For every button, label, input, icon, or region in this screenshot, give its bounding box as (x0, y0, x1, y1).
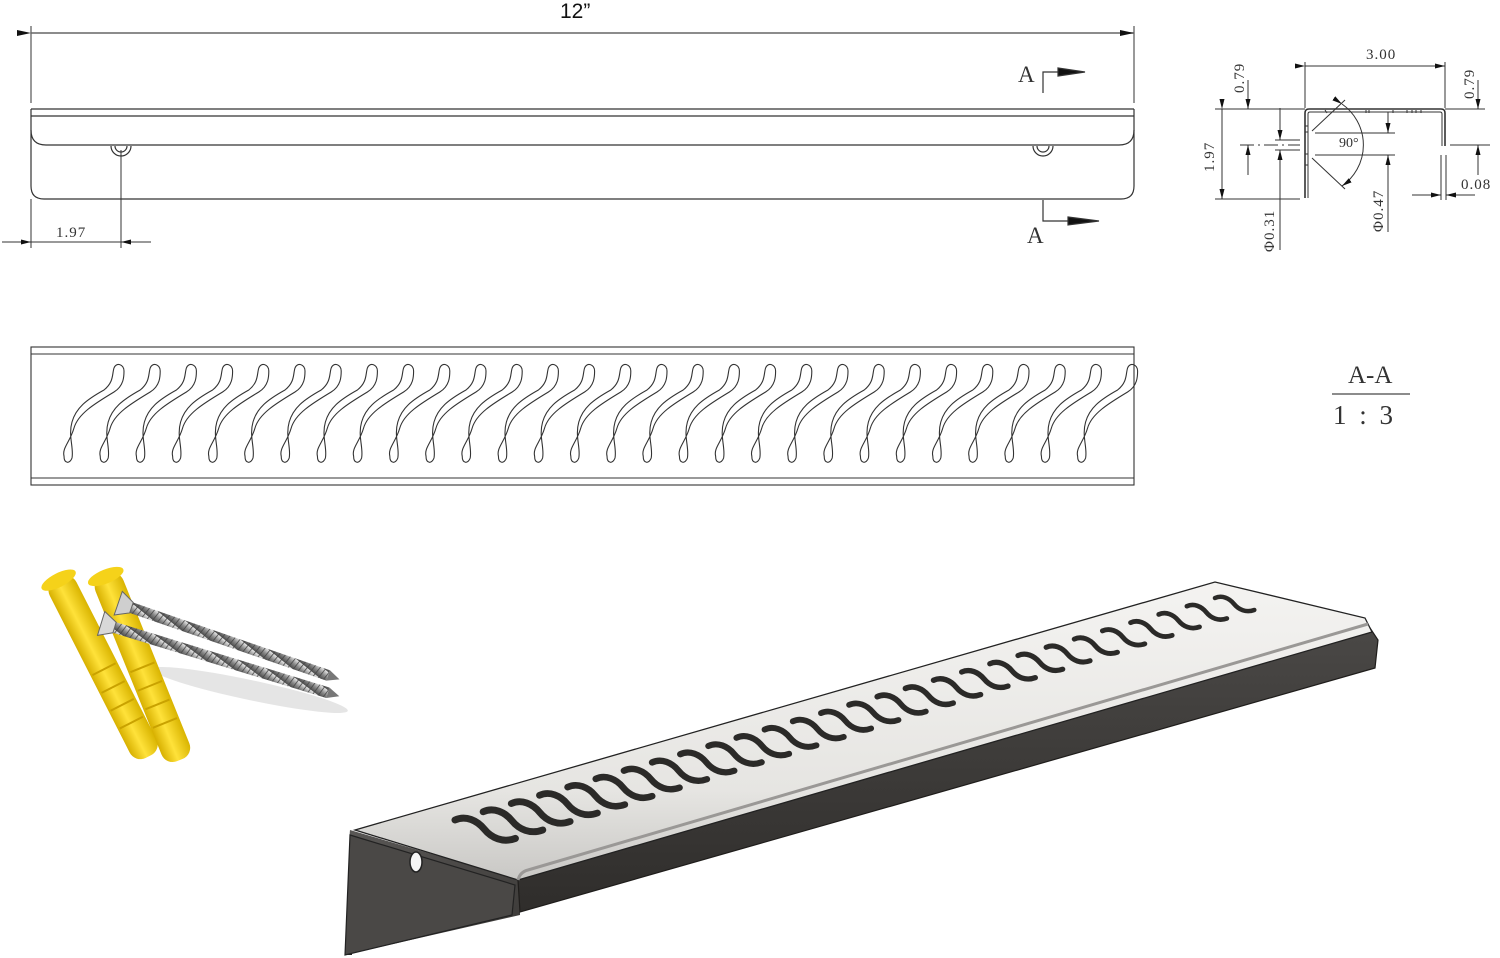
slot (135, 363, 197, 463)
screw-2 (96, 610, 340, 698)
section-scale: 1 : 3 (1333, 400, 1394, 430)
mounting-hole-3d (409, 851, 423, 873)
slot (63, 363, 125, 463)
slot (1076, 363, 1139, 463)
section-height-label: 1.97 (1202, 141, 1218, 172)
slot (99, 363, 161, 463)
slot (678, 363, 740, 463)
angle-label: 90° (1339, 136, 1359, 151)
slot (171, 363, 234, 463)
slot (1004, 363, 1066, 463)
slot (642, 363, 704, 463)
top-view (30, 346, 1139, 486)
slot (787, 363, 849, 463)
slot (859, 363, 921, 463)
right-flange-label: 0.79 (1462, 68, 1478, 99)
slot (352, 363, 415, 463)
slot (533, 363, 596, 463)
slot-row (63, 363, 1139, 463)
thickness-label: 0.08 (1461, 177, 1492, 193)
slot (931, 363, 994, 463)
slot (968, 363, 1030, 463)
slot (425, 363, 487, 463)
slot (280, 363, 342, 463)
slot (895, 363, 958, 463)
section-view (1215, 62, 1490, 250)
hole-offset-label: 1.97 (56, 225, 87, 241)
front-view (30, 108, 1135, 200)
slot (606, 363, 668, 463)
section-title: A-A (1348, 362, 1393, 389)
slot (750, 363, 813, 463)
wall-anchor-2 (87, 566, 191, 763)
slot (207, 363, 270, 463)
slot (316, 363, 378, 463)
left-flange-label: 0.79 (1232, 62, 1248, 93)
slot (497, 363, 559, 463)
wall-anchor-1 (41, 569, 158, 760)
section-marker-top-label: A (1018, 62, 1035, 87)
slot (569, 363, 632, 463)
section-marker-bottom-label: A (1027, 223, 1044, 248)
mounting-hardware (41, 566, 348, 763)
section-width-label: 3.00 (1366, 47, 1397, 63)
large-hole-diameter-label: Φ0.47 (1371, 189, 1387, 232)
small-hole-diameter-label: Φ0.31 (1262, 209, 1278, 252)
slot (388, 363, 451, 463)
slot (244, 363, 306, 463)
slot (714, 363, 777, 463)
section-marker (1042, 67, 1100, 226)
slot (1040, 363, 1102, 463)
hole-offset-dimension (2, 150, 151, 248)
slot (461, 363, 523, 463)
overall-length-dimension (17, 26, 1135, 103)
slot (823, 363, 885, 463)
shelf-3d-render (344, 581, 1379, 956)
screw-1 (113, 590, 340, 681)
mounting-hole-right (1032, 145, 1054, 157)
overall-length-label: 12” (560, 0, 591, 23)
